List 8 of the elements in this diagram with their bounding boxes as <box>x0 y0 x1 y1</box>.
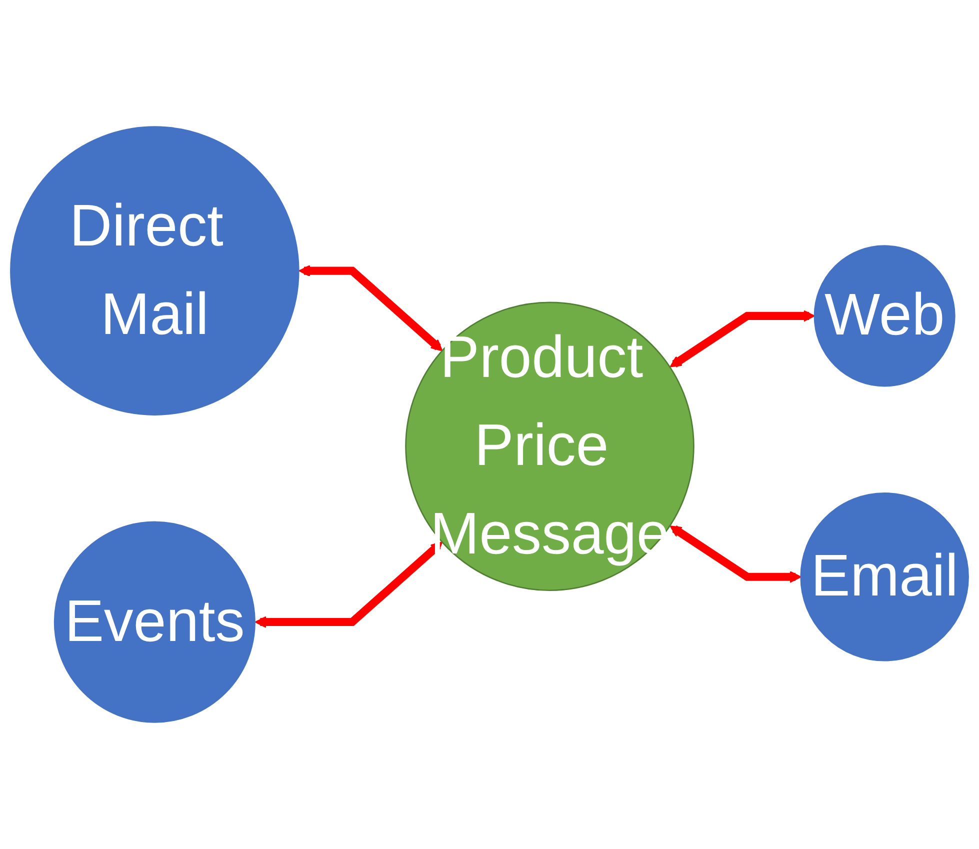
arrow <box>298 264 443 352</box>
node-circle: Events <box>54 521 256 723</box>
node-circle: Direct Mail <box>10 126 300 416</box>
arrow <box>670 525 802 583</box>
arrow <box>254 542 443 628</box>
node-circle: Email <box>800 492 969 662</box>
arrow <box>670 310 815 368</box>
node-circle: Web <box>814 245 956 387</box>
